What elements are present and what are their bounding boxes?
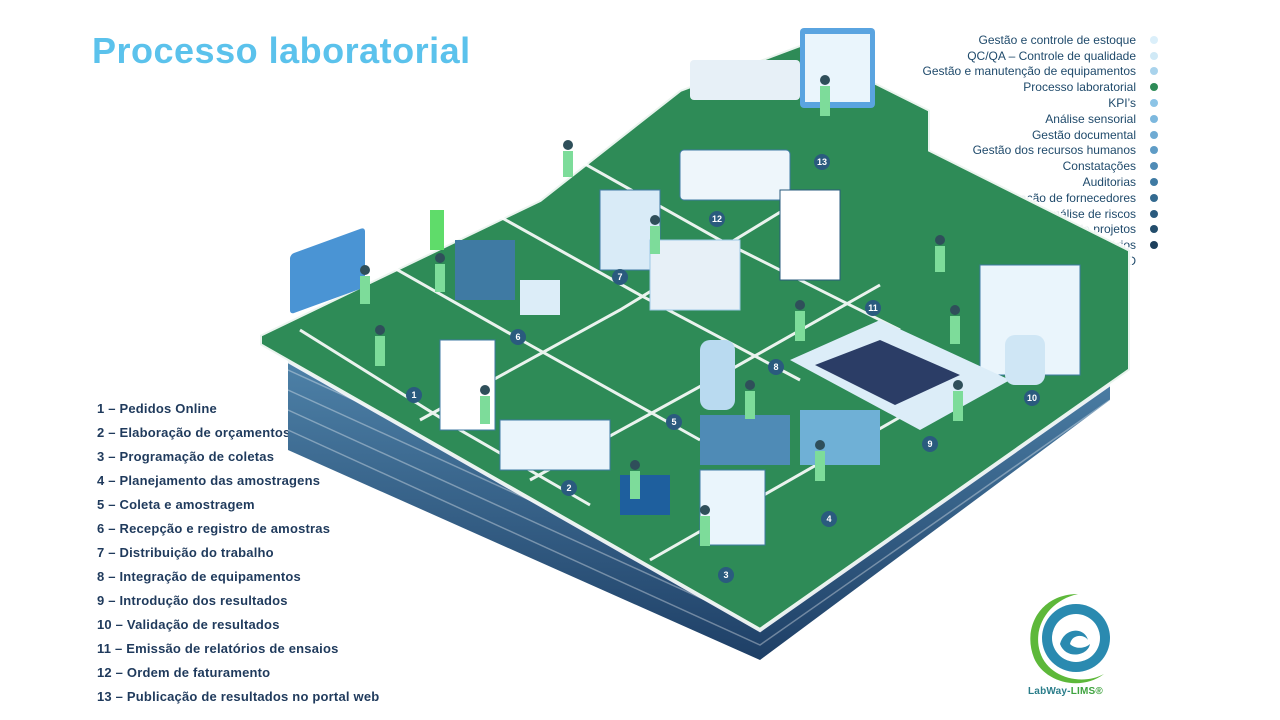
legend-label: Gestão documental <box>1031 127 1136 142</box>
legend-label: Análise sensorial <box>1045 111 1136 126</box>
legend-label: Gestão dos recursos humanos <box>972 143 1136 158</box>
legend-item: QC/QA – Controle de qualidade <box>780 48 1158 64</box>
step-item: 2 – Elaboração de orçamentos <box>97 425 291 440</box>
legend-dot <box>1150 99 1158 108</box>
legend-dot <box>1150 114 1158 123</box>
marker-label: 9 <box>927 439 932 449</box>
step-item: 9 – Introdução dos resultados <box>97 593 288 608</box>
marker-10: 10 <box>1024 390 1040 406</box>
logo-name: LabWay- <box>1028 686 1071 697</box>
platform-top <box>258 42 1132 633</box>
marker-label: 4 <box>826 514 831 524</box>
marker-label: 2 <box>566 483 571 493</box>
legend-item: Análise sensorial <box>780 111 1158 127</box>
legend-item: Auditorias <box>780 174 1158 190</box>
legend-item: Gestão dos recursos humanos <box>780 143 1158 159</box>
staff-figures <box>360 75 963 546</box>
step-item: 11 – Emissão de relatórios de ensaios <box>97 641 339 656</box>
step-item: 6 – Recepção e registro de amostras <box>97 521 331 536</box>
legend-dot <box>1150 51 1158 60</box>
logo-wordmark: LabWay-LIMS® <box>1028 686 1103 697</box>
legend-dot <box>1150 130 1158 139</box>
marker-label: 8 <box>773 362 778 372</box>
step-item: 5 – Coleta e amostragem <box>97 497 255 512</box>
step-item: 12 – Ordem de faturamento <box>97 665 271 680</box>
labway-logo <box>1030 594 1110 684</box>
step-item: 10 – Validação de resultados <box>97 617 280 632</box>
marker-label: 7 <box>617 272 622 282</box>
step-item: 13 – Publicação de resultados no portal … <box>97 689 380 704</box>
marker-label: 1 <box>411 390 416 400</box>
logo-suffix: LIMS® <box>1070 686 1103 697</box>
page-title: Processo laboratorial <box>92 30 471 71</box>
marker-6: 6 <box>510 329 526 345</box>
legend-dot <box>1150 209 1158 218</box>
isometric-lab-illustration: 1 2 3 4 5 6 7 8 9 10 11 12 13 <box>258 28 1132 660</box>
legend-dot <box>1150 225 1158 234</box>
legend-dot <box>1150 178 1158 187</box>
legend-label: QC/QA – Controle de qualidade <box>967 48 1136 63</box>
step-item: 8 – Integração de equipamentos <box>97 569 301 584</box>
marker-5: 5 <box>666 414 682 430</box>
legend-dot <box>1150 83 1158 92</box>
legend-label: Processo laboratorial <box>1023 80 1136 95</box>
legend-item: Constatações <box>780 158 1158 174</box>
marker-4: 4 <box>821 511 837 527</box>
legend-dot <box>1150 35 1158 44</box>
legend-dot <box>1150 193 1158 202</box>
process-steps-list: 1 – Pedidos Online 2 – Elaboração de orç… <box>97 400 379 712</box>
lab-stations <box>290 28 1081 546</box>
legend-item: Processo laboratorial <box>780 79 1158 95</box>
marker-label: 3 <box>723 570 728 580</box>
step-markers: 1 2 3 4 5 6 7 8 9 10 11 12 13 <box>406 154 1040 583</box>
module-legend: Gestão e controle de estoque QC/QA – Con… <box>780 32 1158 269</box>
marker-8: 8 <box>768 359 784 375</box>
legend-label: Constatações <box>1062 159 1136 174</box>
marker-11: 11 <box>865 300 881 316</box>
marker-7: 7 <box>612 269 628 285</box>
legend-dot <box>1150 67 1158 76</box>
marker-9: 9 <box>922 436 938 452</box>
marker-13: 13 <box>814 154 830 170</box>
marker-2: 2 <box>561 480 577 496</box>
marker-12: 12 <box>709 211 725 227</box>
legend-item: Gestão e controle de estoque <box>780 32 1158 48</box>
legend-label: Auditorias <box>1082 175 1136 190</box>
step-item: 1 – Pedidos Online <box>97 401 217 416</box>
marker-label: 13 <box>817 157 827 167</box>
marker-label: 5 <box>671 417 676 427</box>
marker-label: 6 <box>515 332 520 342</box>
step-item: 3 – Programação de coletas <box>97 449 275 464</box>
legend-item: KPI’s <box>780 95 1158 111</box>
legend-item: Gestão e manutenção de equipamentos <box>780 64 1158 80</box>
legend-label: Gestão e controle de estoque <box>978 32 1136 47</box>
legend-label: Gestão e manutenção de equipamentos <box>922 64 1136 79</box>
legend-label: KPI’s <box>1108 96 1136 111</box>
legend-item: Gestão documental <box>780 127 1158 143</box>
legend-dot <box>1150 257 1158 266</box>
legend-dot <box>1150 162 1158 171</box>
legend-dot <box>1150 146 1158 155</box>
step-item: 7 – Distribuição do trabalho <box>97 545 274 560</box>
marker-label: 11 <box>868 303 878 313</box>
marker-1: 1 <box>406 387 422 403</box>
marker-label: 10 <box>1027 393 1037 403</box>
marker-label: 12 <box>712 214 722 224</box>
legend-dot <box>1150 241 1158 250</box>
marker-3: 3 <box>718 567 734 583</box>
step-item: 4 – Planejamento das amostragens <box>97 473 321 488</box>
